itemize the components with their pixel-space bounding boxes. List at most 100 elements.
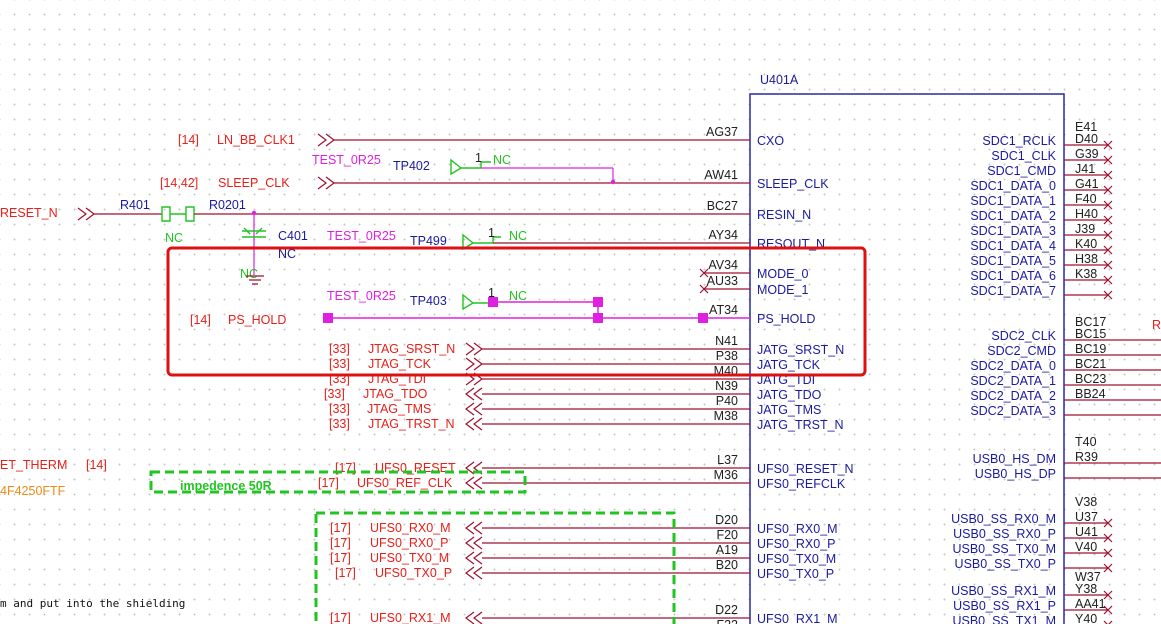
offpage-out-arrow	[465, 536, 483, 550]
ufs-lanes-box	[314, 511, 676, 624]
no-connect-icon	[1103, 605, 1113, 615]
right-pin-name: USB0_SS_RX1_M	[951, 584, 1056, 598]
right-pin-number: G39	[1075, 147, 1099, 161]
right-pin-name: SDC1_DATA_0	[970, 179, 1056, 193]
highlight-box	[166, 246, 867, 377]
left-pin-number: B20	[716, 558, 738, 572]
left-pin-page-ref: [17]	[330, 551, 351, 565]
right-pin-name: SDC2_DATA_0	[970, 359, 1056, 373]
left-pin-name: SLEEP_CLK	[757, 177, 829, 191]
right-pin-number: F40	[1075, 192, 1097, 206]
left-pin-net-label: SLEEP_CLK	[218, 176, 290, 190]
right-pin-name: USB0_SS_TX1_M	[952, 614, 1056, 624]
offpage-in-arrow	[465, 357, 483, 371]
left-pin-net-label: UFS0_REF_CLK	[357, 476, 453, 490]
right-pin-number: R39	[1075, 450, 1098, 464]
tp402-type-label: TEST_0R25	[312, 153, 381, 167]
tp402-label: TP402	[393, 159, 430, 173]
ps-hold-handle-right	[698, 313, 708, 323]
right-pin-name: SDC2_DATA_1	[970, 374, 1056, 388]
left-pin-name: RESIN_N	[757, 208, 811, 222]
tp402-nc-label: NC	[493, 153, 511, 167]
tp403-pin: 1	[488, 286, 495, 300]
left-pin-page-ref: [17]	[318, 476, 339, 490]
left-pin-group: AG37CXO[14]LN_BB_CLK1AW41SLEEP_CLK[14,42…	[160, 125, 854, 624]
left-pin-name: UFS0_REFCLK	[757, 477, 846, 491]
no-connect-icon	[699, 268, 709, 278]
offpage-in-arrow	[317, 133, 335, 147]
r401-label: R401	[120, 198, 150, 212]
no-connect-icon	[1103, 245, 1113, 255]
no-connect-icon	[1103, 185, 1113, 195]
left-pin-number: A19	[716, 543, 738, 557]
tp403-symbol	[462, 293, 489, 311]
right-pin-name: SDC2_CMD	[987, 344, 1056, 358]
c401-nc-label: NC	[278, 247, 296, 261]
offpage-out-arrow	[465, 566, 483, 580]
left-pin-name: UFS0_TX0_P	[757, 567, 834, 581]
no-connect-icon	[1103, 563, 1113, 573]
left-pin-number: AV34	[708, 258, 738, 272]
right-pin-name: SDC2_CLK	[991, 329, 1056, 343]
no-connect-icon	[1103, 533, 1113, 543]
right-pin-number: E41	[1075, 120, 1097, 134]
left-pin-number: D20	[715, 513, 738, 527]
right-pin-number: Y38	[1075, 582, 1097, 596]
offpage-out-arrow	[465, 417, 483, 431]
right-pin-number: BB24	[1075, 387, 1106, 401]
left-pin-name: MODE_0	[757, 267, 808, 281]
right-pin-name: USB0_SS_RX0_M	[951, 512, 1056, 526]
therm-net-label: ET_THERM	[0, 458, 67, 472]
tp402-symbol	[450, 158, 491, 176]
right-pin-name: SDC1_DATA_6	[970, 269, 1056, 283]
left-pin-page-ref: [14,42]	[160, 176, 198, 190]
right-pin-number: BC21	[1075, 357, 1106, 371]
left-pin-number: P38	[716, 349, 738, 363]
right-pin-name: USB0_SS_RX0_P	[953, 527, 1056, 541]
tp499-type-label: TEST_0R25	[327, 229, 396, 243]
right-pin-name: SDC1_DATA_4	[970, 239, 1056, 253]
left-pin-name: JATG_TRST_N	[757, 418, 844, 432]
right-pin-name: SDC1_RCLK	[982, 134, 1056, 148]
resin-junction	[251, 210, 257, 216]
offpage-out-arrow	[465, 476, 483, 490]
left-pin-number: D22	[715, 603, 738, 617]
left-pin-page-ref: [17]	[330, 536, 351, 550]
left-pin-page-ref: [33]	[329, 357, 350, 371]
right-edge-net-label: R	[1152, 318, 1161, 332]
right-pin-name: SDC1_DATA_2	[970, 209, 1056, 223]
left-pin-number: L37	[717, 453, 738, 467]
right-pin-number: BC17	[1075, 315, 1106, 329]
no-connect-icon	[1103, 548, 1113, 558]
left-pin-number: AT34	[709, 303, 738, 317]
therm-page-ref: [14]	[86, 458, 107, 472]
left-pin-net-label: JTAG_TRST_N	[368, 417, 455, 431]
left-pin-number: AU33	[707, 274, 738, 288]
offpage-out-arrow	[465, 521, 483, 535]
left-pin-number: F22	[716, 618, 738, 624]
tp499-symbol	[462, 233, 501, 251]
left-pin-number: AW41	[704, 168, 738, 182]
left-pin-number: AG37	[706, 125, 738, 139]
reset-net-label: RESET_N	[0, 206, 58, 220]
ground-icon	[246, 275, 264, 285]
right-pin-number: D40	[1075, 132, 1098, 146]
left-pin-net-label: UFS0_RX0_M	[370, 521, 451, 535]
left-pin-name: JATG_TMS	[757, 403, 821, 417]
left-pin-net-label: UFS0_RX0_P	[370, 536, 449, 550]
offpage-out-arrow	[465, 387, 483, 401]
left-pin-name: JATG_SRST_N	[757, 343, 844, 357]
reset-offpage-arrow	[77, 207, 95, 221]
right-pin-name: SDC1_CMD	[987, 164, 1056, 178]
right-pin-number: U37	[1075, 510, 1098, 524]
right-pin-name: USB0_HS_DM	[973, 452, 1056, 466]
right-pin-number: W37	[1075, 570, 1101, 584]
no-connect-icon	[1103, 200, 1113, 210]
left-pin-name: CXO	[757, 134, 784, 148]
left-pin-number: M36	[714, 468, 738, 482]
component-ref: U401A	[760, 73, 799, 87]
r401-nc-label: NC	[165, 231, 183, 245]
right-pin-number: V40	[1075, 540, 1097, 554]
no-connect-icon	[1103, 620, 1113, 624]
